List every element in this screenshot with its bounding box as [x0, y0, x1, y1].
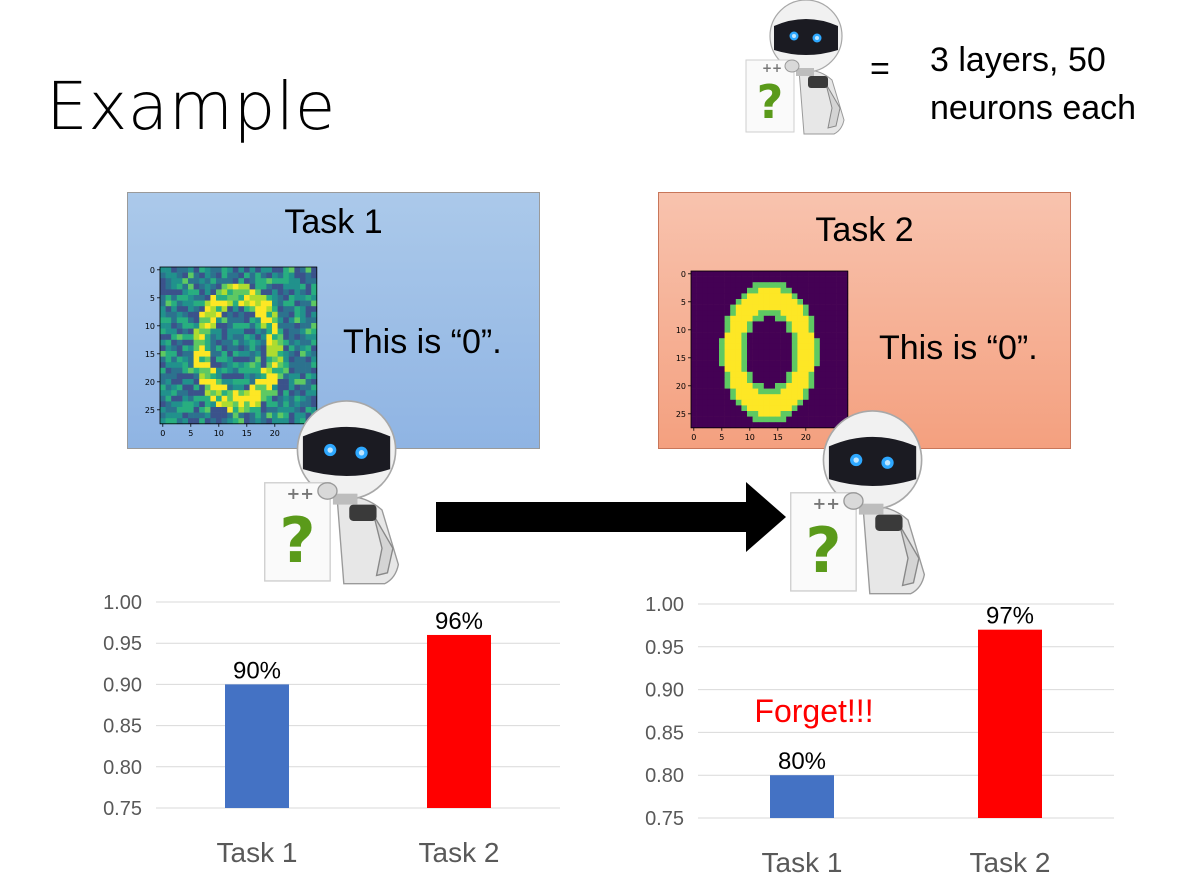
y-tick-label: 0.85	[103, 716, 142, 738]
svg-text:15: 15	[145, 350, 155, 359]
y-tick-label: 1.00	[103, 592, 142, 614]
svg-text:15: 15	[676, 354, 686, 363]
svg-text:0: 0	[150, 266, 155, 275]
category-label: Task 1	[217, 837, 298, 868]
task2-title: Task 2	[815, 211, 914, 249]
y-tick-label: 0.95	[645, 637, 684, 659]
category-label: Task 2	[970, 847, 1051, 878]
accuracy-chart-after-task2: 0.75 0.80 0.85 0.90 0.95 1.00 90% Task 1 96% Task…	[103, 592, 560, 868]
slide-title: Example	[46, 68, 336, 145]
svg-text:15: 15	[773, 433, 783, 442]
data-label: 90%	[233, 657, 281, 684]
svg-text:?: ?	[757, 75, 784, 129]
svg-text:20: 20	[270, 429, 280, 438]
y-tick-label: 0.85	[645, 722, 684, 744]
svg-text:5: 5	[719, 433, 724, 442]
svg-text:++: ++	[287, 484, 314, 503]
bar-task-2	[427, 634, 491, 808]
svg-text:?: ?	[805, 514, 841, 587]
y-tick-label: 1.00	[645, 594, 684, 616]
y-tick-label: 0.90	[645, 680, 684, 702]
category-label: Task 2	[419, 837, 500, 868]
y-tick-label: 0.80	[645, 765, 684, 787]
svg-text:0: 0	[160, 429, 165, 438]
svg-text:10: 10	[745, 433, 755, 442]
svg-text:++: ++	[813, 494, 840, 513]
svg-text:25: 25	[145, 406, 155, 415]
task2-panel: Task 2 0 5 10 15 20 25 0 5 10 15 20 This is “0”.	[658, 192, 1071, 449]
y-tick-label: 0.95	[103, 633, 142, 655]
svg-text:20: 20	[145, 378, 155, 387]
svg-text:0: 0	[691, 433, 696, 442]
task1-title: Task 1	[284, 203, 383, 241]
bar-task-1	[225, 684, 289, 808]
svg-text:5: 5	[188, 429, 193, 438]
svg-text:10: 10	[145, 322, 155, 331]
svg-text:15: 15	[242, 429, 252, 438]
task1-panel: Task 1 0 5 10 15 20 25 0 5 10 15 20 This is “0”.	[127, 192, 540, 449]
bar-task-2	[978, 629, 1042, 818]
svg-text:?: ?	[279, 504, 315, 577]
y-tick-label: 0.75	[645, 808, 684, 830]
robot-legend-icon: ++?	[745, 0, 845, 135]
svg-text:20: 20	[676, 382, 686, 391]
svg-text:10: 10	[214, 429, 224, 438]
task2-caption: This is “0”.	[879, 329, 1038, 367]
svg-text:5: 5	[681, 298, 686, 307]
network-description-line2: neurons each	[930, 89, 1137, 127]
network-description-line1: 3 layers, 50	[930, 41, 1106, 79]
y-tick-label: 0.75	[103, 798, 142, 820]
bar-task-1	[770, 775, 834, 818]
svg-text:20: 20	[801, 433, 811, 442]
task1-digit-image: 0 5 10 15 20 25 0 5 10 15 20	[145, 266, 318, 438]
equals-sign: =	[870, 50, 890, 88]
svg-text:++: ++	[762, 61, 782, 75]
data-label: 80%	[778, 748, 826, 775]
category-label: Task 1	[762, 847, 843, 878]
forget-annotation: Forget!!!	[754, 693, 873, 729]
svg-text:5: 5	[150, 294, 155, 303]
data-label: 96%	[435, 608, 483, 635]
arrow-right-icon	[436, 482, 786, 552]
accuracy-chart-forgetting: 0.75 0.80 0.85 0.90 0.95 1.00 80% Task 1 97% Task…	[645, 594, 1114, 878]
robot-learner-icon: ++?	[264, 400, 400, 585]
task2-digit-image: 0 5 10 15 20 25 0 5 10 15 20	[676, 270, 849, 442]
svg-text:25: 25	[676, 410, 686, 419]
network-description: 3 layers, 50 neurons each	[930, 36, 1136, 132]
y-tick-label: 0.90	[103, 674, 142, 696]
svg-text:0: 0	[681, 270, 686, 279]
svg-text:10: 10	[676, 326, 686, 335]
robot-learner-after-icon: ++?	[790, 410, 926, 595]
data-label: 97%	[986, 603, 1034, 630]
task1-caption: This is “0”.	[343, 323, 502, 361]
y-tick-label: 0.80	[103, 757, 142, 779]
